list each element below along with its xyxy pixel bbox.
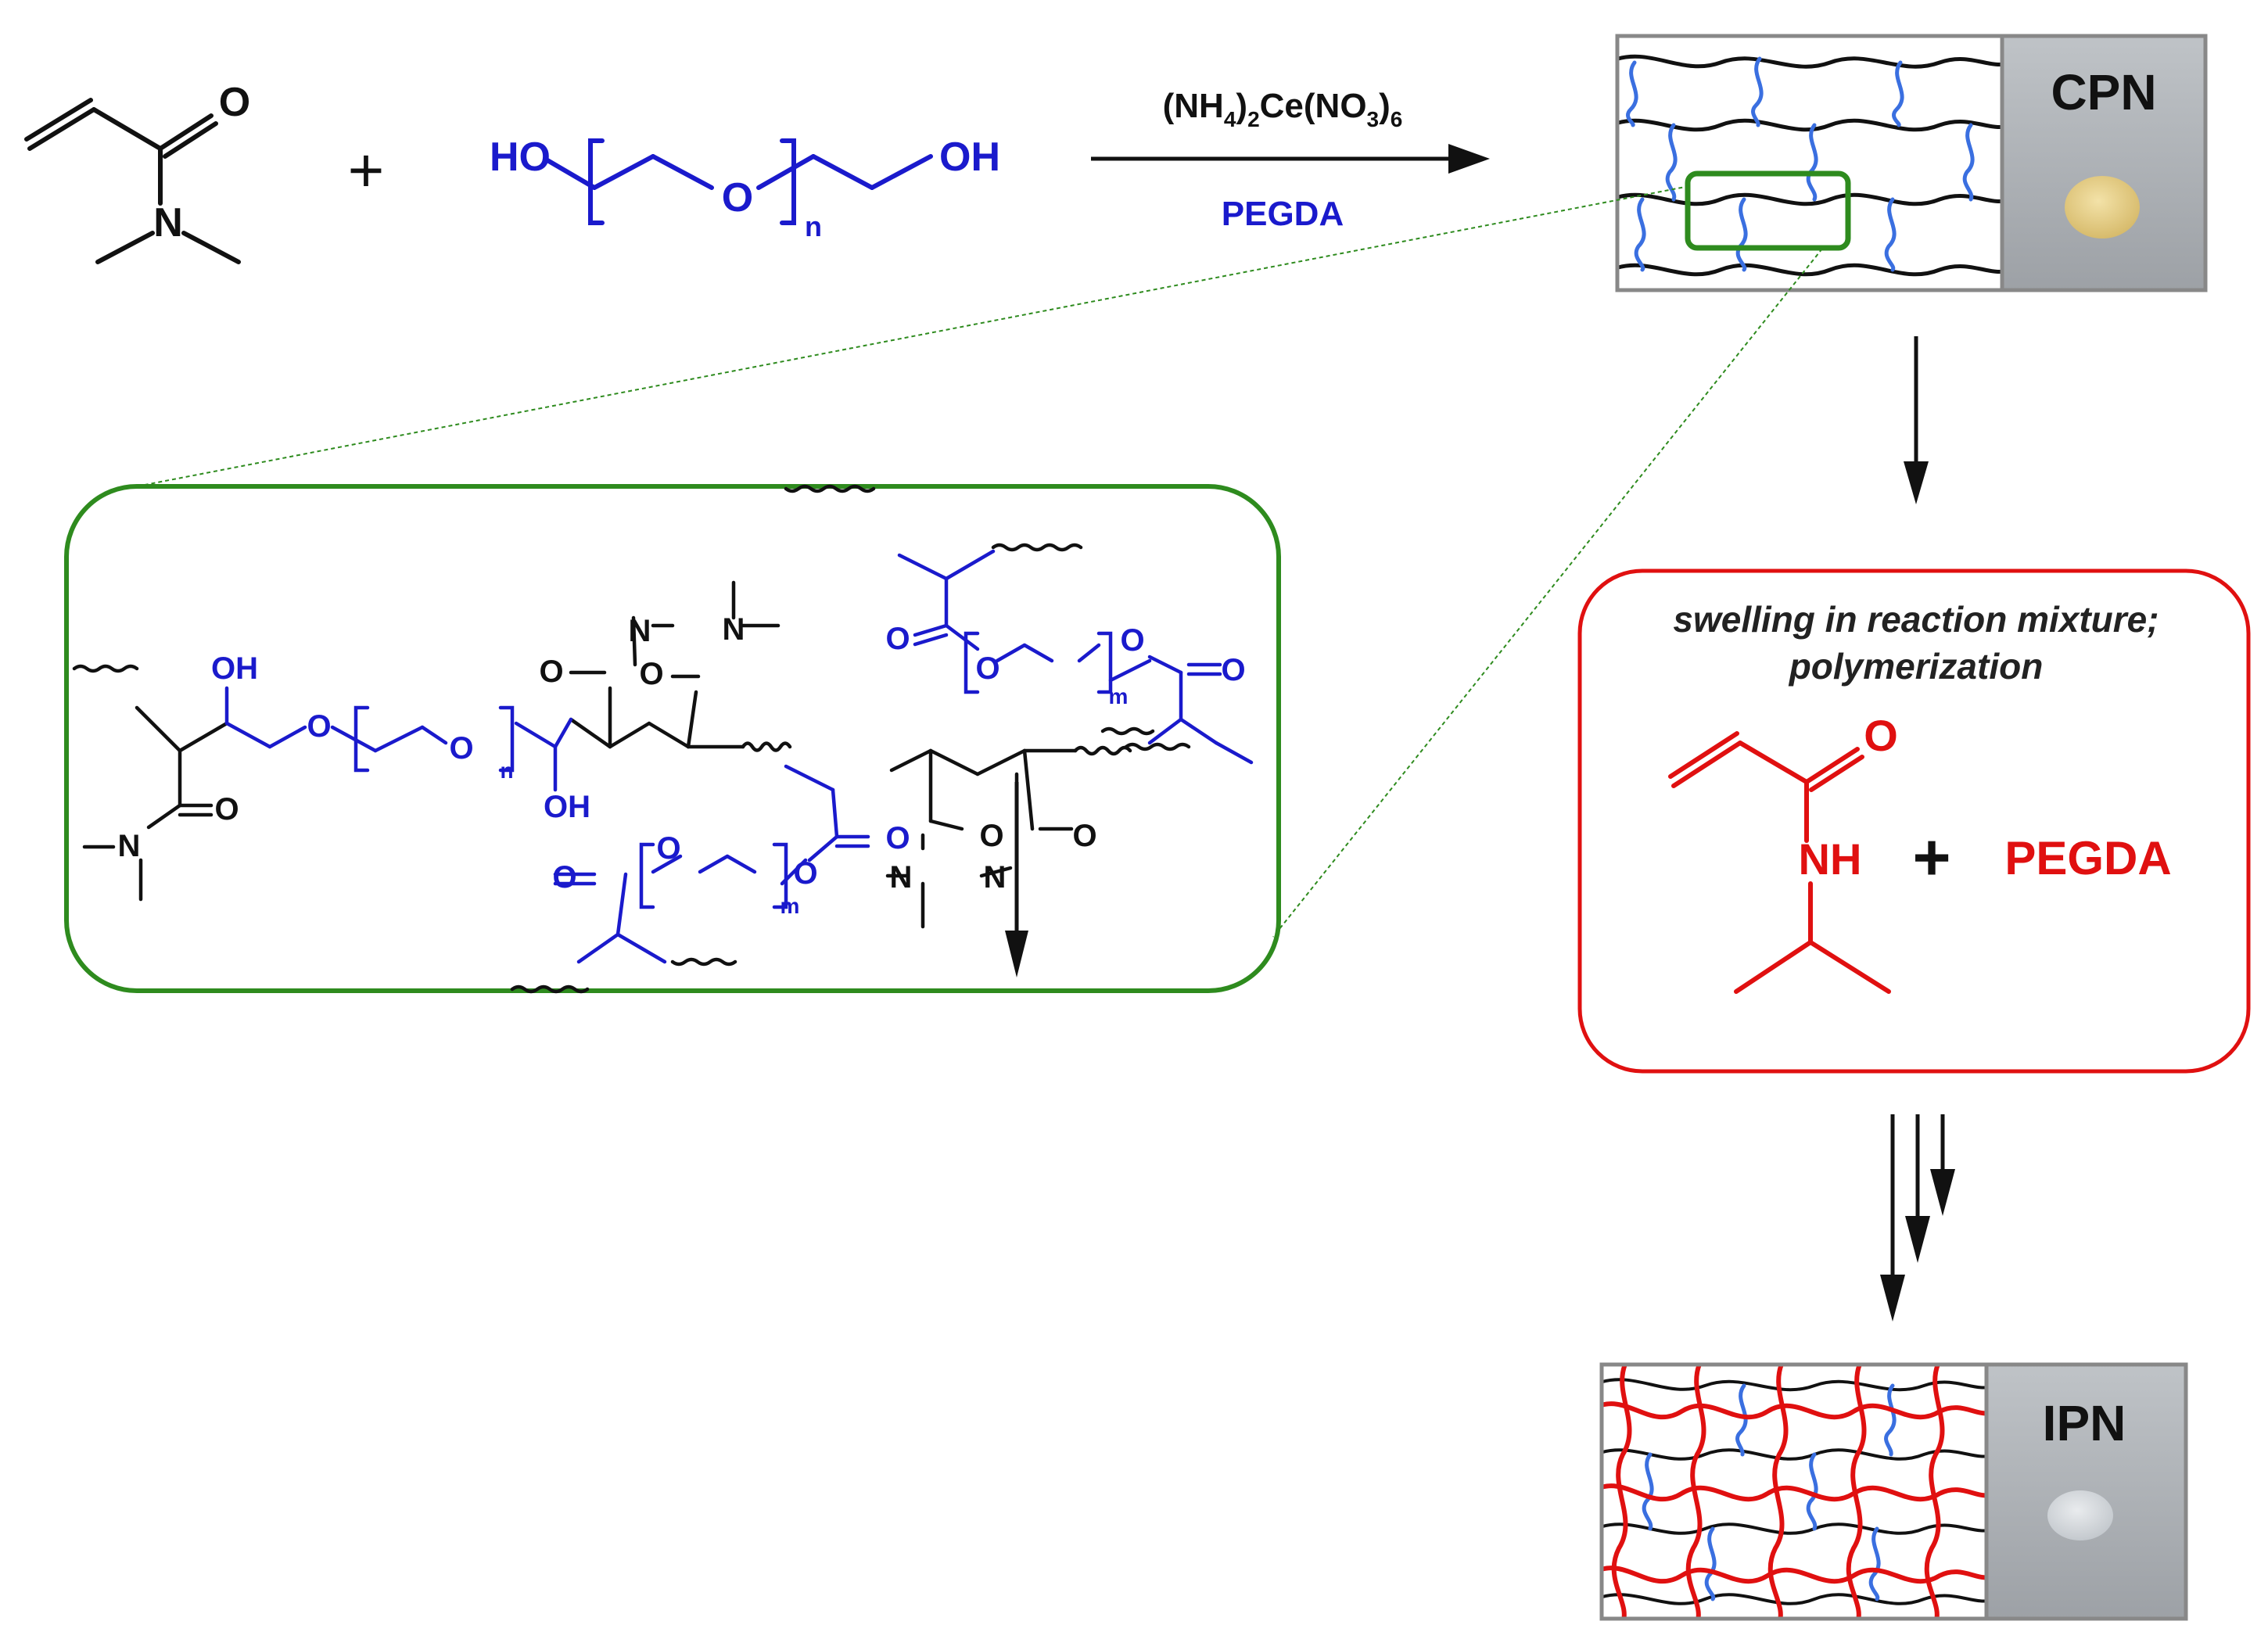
peg-ho-label: HO	[490, 134, 551, 180]
network-detail-bonds	[72, 484, 1254, 994]
cpn-photo	[2000, 34, 2208, 292]
ipn-photo	[1984, 1362, 2188, 1621]
ipn-gel-disc	[2047, 1490, 2113, 1540]
ipn-label: IPN	[2043, 1395, 2126, 1451]
net-ester-o-bot-ring: O	[656, 831, 680, 866]
net-amide-o4: O	[979, 819, 1003, 853]
net-amide-n2: N	[629, 614, 651, 648]
dmaa-oxygen: O	[219, 80, 250, 125]
net-amide-n4: N	[890, 860, 913, 895]
net-m-bottom: m	[781, 894, 800, 918]
net-ester-o-bot-left: O	[552, 860, 576, 895]
initiator-formula: (NH4)2Ce(NO3)6	[1163, 87, 1403, 131]
net-amide-n3: N	[723, 612, 745, 647]
dmaa-structure	[24, 98, 241, 264]
cpn-label: CPN	[2051, 64, 2156, 120]
reaction-arrow	[1091, 144, 1490, 174]
net-amide-o2: O	[539, 655, 563, 689]
swelling-line2: polymerization	[1788, 646, 2044, 687]
ipn-network-box	[1599, 1362, 1989, 1621]
zoom-guide-lines	[136, 185, 1823, 938]
net-ester-o-top-ring: O	[975, 651, 999, 686]
net-n-subscript: n	[500, 759, 513, 783]
net-ether-o1: O	[307, 709, 331, 744]
peg-structure	[545, 138, 933, 225]
net-ester-o-top-left: O	[885, 622, 910, 656]
net-amide-o1: O	[214, 792, 239, 827]
zoom-highlight-box	[1685, 170, 1851, 251]
multi-step-arrow	[1880, 1114, 1955, 1322]
net-amide-o3: O	[639, 657, 663, 691]
detail-down-arrow	[1005, 782, 1028, 977]
swelling-line1: swelling in reaction mixture;	[1673, 599, 2159, 640]
arrow-to-swelling	[1904, 336, 1929, 504]
dmaa-nitrogen: N	[153, 200, 183, 246]
net-ester-o-top-link: O	[1120, 623, 1144, 658]
peg-oh-label: OH	[939, 134, 1000, 180]
net-ester-o-bot-link: O	[793, 856, 817, 891]
net-oh-bottom: OH	[544, 790, 590, 824]
net-m-top: m	[1109, 684, 1129, 708]
crosslinker-label: PEGDA	[1222, 195, 1344, 233]
net-ester-o-mid: O	[885, 821, 910, 855]
plus-sign-2: +	[1912, 820, 1950, 894]
peg-n-subscript: n	[805, 210, 822, 242]
cpn-network-box	[1615, 34, 2004, 292]
net-amide-n1: N	[118, 829, 141, 863]
nipam-oxygen: O	[1864, 711, 1898, 760]
net-amide-o5: O	[1072, 819, 1096, 853]
plus-sign-1: +	[348, 135, 385, 205]
network-detail-panel	[64, 484, 1281, 993]
net-ester-o-top-right: O	[1221, 653, 1245, 687]
net-amide-n5: N	[984, 860, 1007, 895]
swelling-panel	[1577, 568, 2251, 1074]
peg-ether-oxygen: O	[722, 175, 753, 221]
pegda-red-label: PEGDA	[2004, 832, 2171, 884]
nipam-structure	[1668, 731, 1891, 994]
net-ether-o2: O	[449, 731, 473, 766]
net-oh-top: OH	[211, 651, 258, 686]
nipam-nh: NH	[1799, 834, 1862, 884]
cpn-gel-disc	[2065, 176, 2140, 238]
